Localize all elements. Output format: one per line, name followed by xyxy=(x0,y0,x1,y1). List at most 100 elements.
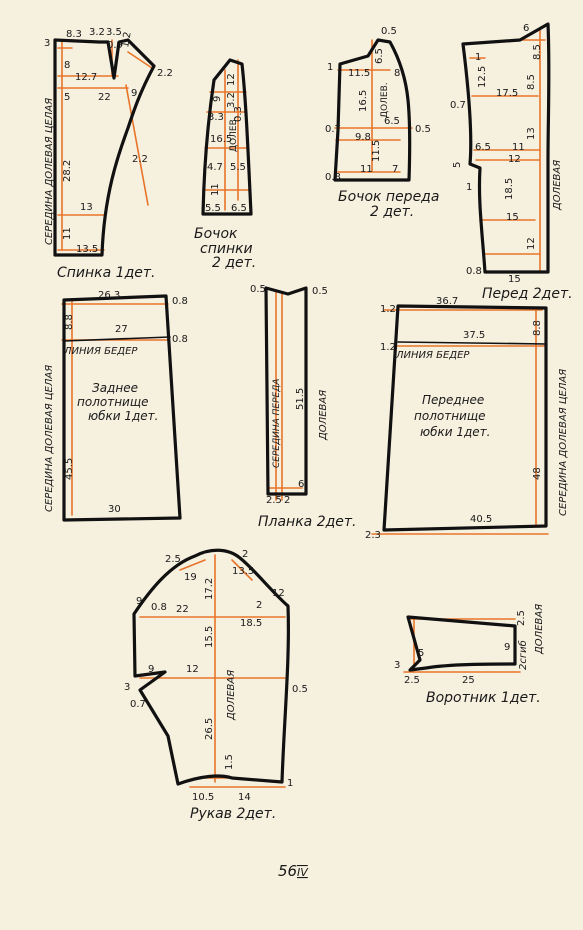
front-side-outline xyxy=(333,38,412,182)
back-m11: 2.2 xyxy=(157,68,173,79)
sleeve-m21: 1 xyxy=(287,778,293,789)
piece-sleeve: 2.5 2 19 17.2 13.5 9 0.8 22 2 18.5 12 15… xyxy=(124,548,308,822)
back-m10: 9 xyxy=(131,88,137,99)
sleeve-m13: 12 xyxy=(186,664,199,675)
back-m4: 1.2 xyxy=(120,31,134,49)
back-caption: Спинка 1дет. xyxy=(57,265,155,281)
placket-m0: 0.5 xyxy=(250,284,266,295)
back-side-m9: 11 xyxy=(210,183,221,196)
back-side-m0: 12 xyxy=(226,73,237,86)
back-m6: 8 xyxy=(64,60,70,71)
sleeve-m15: 0.7 xyxy=(130,699,146,710)
front-side-m7: 6.5 xyxy=(384,116,400,127)
sleeve-m1: 2 xyxy=(242,549,248,560)
front-m12: 1 xyxy=(466,182,472,193)
front-outline xyxy=(461,22,551,274)
back-side-m7: 4.7 xyxy=(207,162,223,173)
collar-m2: 9 xyxy=(504,642,510,653)
front-skirt-m3: 37.5 xyxy=(463,330,485,341)
front-skirt-title-1: Переднее xyxy=(422,393,484,407)
collar-m1: 5 xyxy=(418,648,424,659)
front-m8: 6.5 xyxy=(475,142,491,153)
sleeve-m7: 22 xyxy=(176,604,189,615)
back-skirt-hip-label: ЛИНИЯ БЕДЕР xyxy=(63,346,138,357)
front-m17: 15 xyxy=(508,274,521,285)
sleeve-m5: 9 xyxy=(136,596,142,607)
back-side-m5: 16.5 xyxy=(210,134,232,145)
back-skirt-title-2: полотнище xyxy=(77,395,149,409)
front-skirt-title-2: полотнище xyxy=(414,409,486,423)
front-m4: 17.5 xyxy=(496,88,518,99)
sleeve-m8: 2 xyxy=(256,600,262,611)
placket-m2: 51.5 xyxy=(295,388,306,410)
placket-caption: Планка 2дет. xyxy=(258,514,357,530)
front-side-m14: 7 xyxy=(392,164,398,175)
sleeve-m17: 26.5 xyxy=(204,718,215,740)
piece-front-side: 0.5 1 11.5 6.5 8 16.5 ДОЛЕВ. 6.5 0.7 9.8… xyxy=(325,26,439,220)
front-side-m12: 0.8 xyxy=(325,172,341,183)
front-skirt-m2: 1.2 xyxy=(380,342,396,353)
front-m11: 12 xyxy=(508,154,521,165)
page-number: 56 IV xyxy=(278,862,309,880)
front-skirt-m5: 48 xyxy=(532,467,543,480)
front-side-m5: 16.5 xyxy=(358,90,369,112)
placket-m3: 6 xyxy=(298,479,304,490)
back-skirt-m6: 30 xyxy=(108,504,121,515)
front-skirt-side-label: СЕРЕДИНА ДОЛЕВАЯ ЦЕЛАЯ xyxy=(558,369,569,516)
placket-outline xyxy=(264,286,308,496)
sleeve-grain-label: ДОЛЕВАЯ xyxy=(226,670,237,721)
back-side-outline xyxy=(201,58,253,216)
back-m14: 13 xyxy=(80,202,93,213)
sleeve-outline xyxy=(132,548,291,786)
back-side-grain: ДОЛЕВ. xyxy=(229,116,239,152)
back-m7: 12.7 xyxy=(75,72,97,83)
back-skirt-outline xyxy=(62,294,182,522)
sleeve-m10: 12 xyxy=(272,588,285,599)
back-side-caption-1: Бочок xyxy=(194,226,238,242)
sleeve-m11: 15.5 xyxy=(204,626,215,648)
front-m3: 12.5 xyxy=(477,66,488,88)
back-side-construction-lines xyxy=(202,59,251,211)
sleeve-m14: 3 xyxy=(124,682,130,693)
front-m6: 0.7 xyxy=(450,100,466,111)
piece-collar: 2.5 5 9 3 2.5 25 2сгиб ДОЛЕВАЯ Воротник … xyxy=(394,604,545,706)
front-side-m13: 11 xyxy=(360,164,373,175)
placket-m1: 0.5 xyxy=(312,286,328,297)
back-m0: 8.3 xyxy=(66,29,82,40)
back-skirt-m5: 45.5 xyxy=(64,458,75,480)
back-m12: 2.2 xyxy=(132,154,148,165)
front-side-m9: 9.8 xyxy=(355,132,371,143)
collar-m4: 2.5 xyxy=(404,675,420,686)
piece-front: 6 1 8.5 12.5 17.5 8.5 0.7 13 6.5 11 5 12… xyxy=(450,22,573,302)
front-skirt-m1: 36.7 xyxy=(436,296,458,307)
collar-m0: 2.5 xyxy=(516,610,527,626)
sleeve-m16: 0.5 xyxy=(292,684,308,695)
piece-back-side: 12 9 3.2 3.3 0.3 16.5 ДОЛЕВ. 4.7 5.5 11 … xyxy=(194,58,256,271)
back-side-m1: 9 xyxy=(212,96,223,102)
front-m15: 12 xyxy=(526,237,537,250)
sleeve-m20: 14 xyxy=(238,792,251,803)
front-skirt-m4: 8.8 xyxy=(532,320,543,336)
sleeve-m6: 0.8 xyxy=(151,602,167,613)
back-side-label: СЕРЕДИНА ДОЛЕВАЯ ЦЕЛАЯ xyxy=(44,98,55,245)
front-side-m11: 11.5 xyxy=(371,140,382,162)
back-skirt-side-label: СЕРЕДИНА ДОЛЕВАЯ ЦЕЛАЯ xyxy=(44,365,55,512)
front-side-grain: ДОЛЕВ. xyxy=(380,82,390,118)
piece-front-skirt: 1.2 36.7 1.2 37.5 8.8 ЛИНИЯ БЕДЕР Передн… xyxy=(365,296,569,541)
collar-m5: 25 xyxy=(462,675,475,686)
back-m2: 3.5 xyxy=(106,27,122,38)
front-m0: 6 xyxy=(523,23,529,34)
front-m9: 11 xyxy=(512,142,525,153)
back-skirt-title-1: Заднее xyxy=(92,381,138,395)
front-m13: 18.5 xyxy=(504,178,515,200)
back-side-m8: 5.5 xyxy=(230,162,246,173)
page-number-value: 56 xyxy=(278,862,297,880)
front-side-m8: 0.7 xyxy=(325,124,341,135)
collar-fold-label: 2сгиб xyxy=(517,640,529,670)
front-m10: 5 xyxy=(452,162,463,168)
front-side-m2: 11.5 xyxy=(348,68,370,79)
back-skirt-m4: 0.8 xyxy=(172,334,188,345)
back-m9: 5 xyxy=(64,92,70,103)
back-skirt-m2: 8.8 xyxy=(64,314,75,330)
